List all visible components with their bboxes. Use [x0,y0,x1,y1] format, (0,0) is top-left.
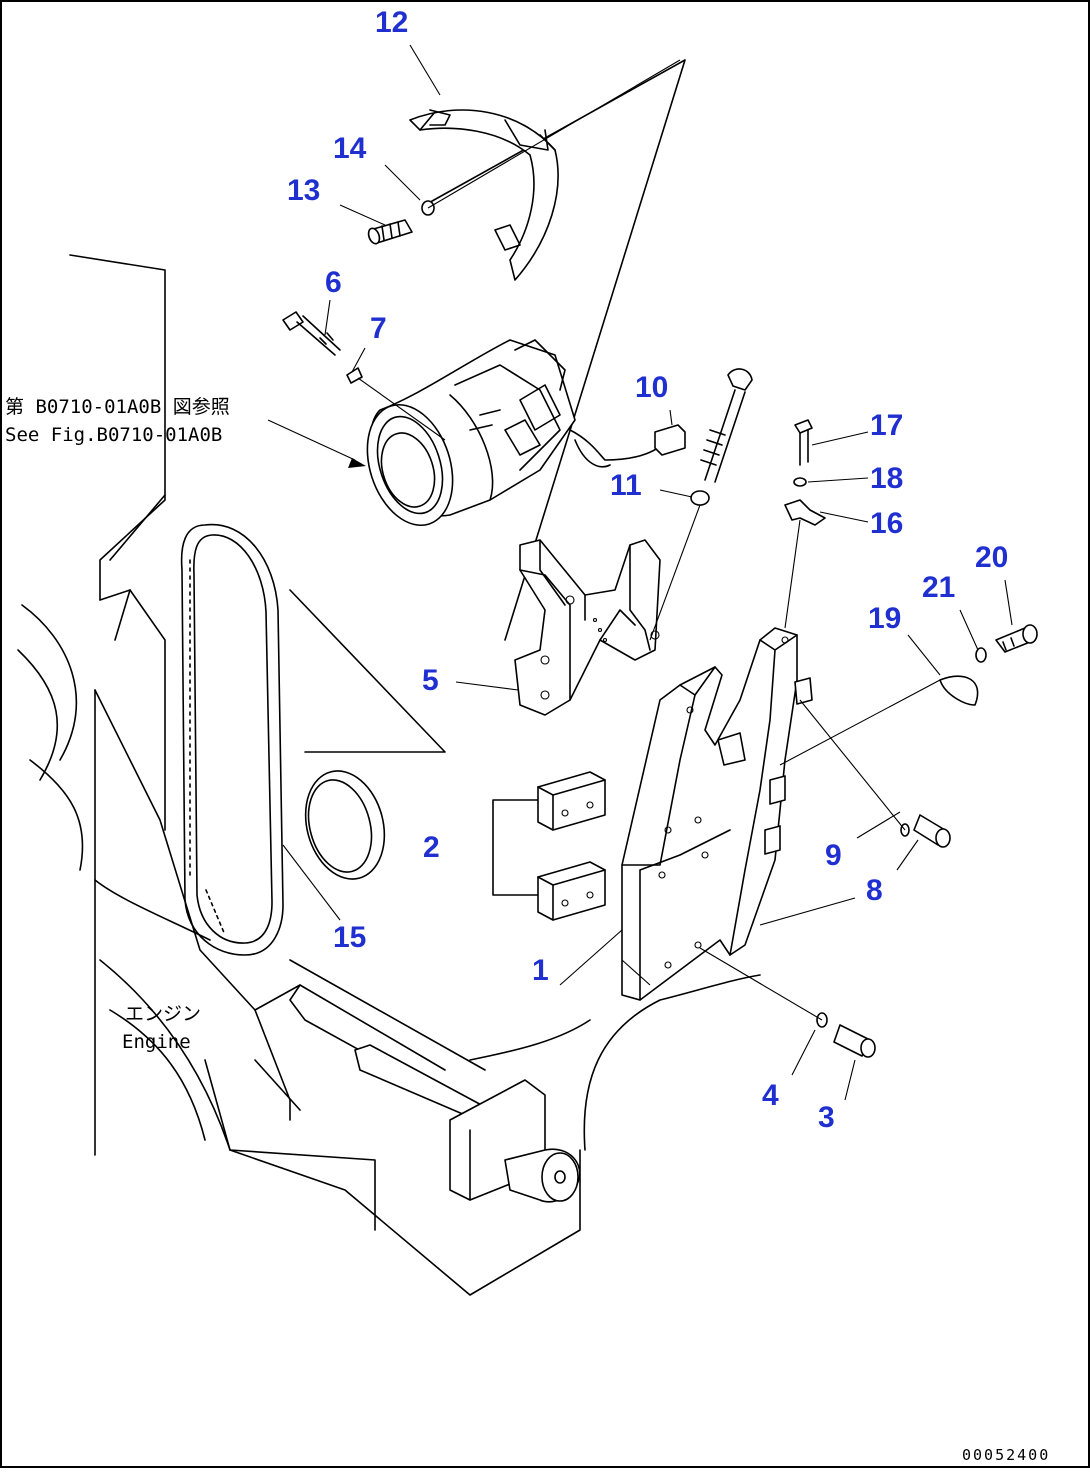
callout-labels: 12 14 13 6 7 10 17 11 18 16 20 21 19 5 2… [287,6,1008,1134]
callout-19: 19 [868,602,901,635]
reference-note-line1: 第 B0710-01A0B 図参照 [5,396,230,418]
reference-note-line2: See Fig.B0710-01A0B [5,424,222,446]
callout-6: 6 [325,266,342,299]
callout-5: 5 [422,664,439,697]
callout-16: 16 [870,507,903,540]
air-conditioner-compressor [366,59,686,641]
reference-note: 第 B0710-01A0B 図参照 See Fig.B0710-01A0B [5,396,230,446]
callout-17: 17 [870,409,903,442]
callout-15: 15 [333,921,366,954]
engine-label-jp: エンジン [125,1003,201,1025]
belt-cover [409,109,559,281]
compressor-bracket [514,539,661,716]
v-belt [180,523,284,956]
leader-lines [267,44,1013,1101]
engine-outline [17,254,761,1296]
callout-14: 14 [333,132,367,165]
callout-12: 12 [375,6,408,39]
callout-7: 7 [370,312,387,345]
callout-21: 21 [922,571,955,604]
spacer-blocks [289,589,606,921]
callout-3: 3 [818,1101,835,1134]
callout-18: 18 [870,462,903,495]
callout-20: 20 [975,541,1008,574]
seal-ring [304,770,386,880]
mounting-plate [621,627,813,1001]
callout-9: 9 [825,839,842,872]
callout-8: 8 [866,874,883,907]
callout-1: 1 [532,954,549,987]
callout-4: 4 [762,1079,779,1112]
engine-label-en: Engine [122,1031,191,1053]
callout-10: 10 [635,371,668,404]
callout-11: 11 [610,469,642,502]
document-id: 00052400 [962,1446,1050,1464]
engine-label: エンジン Engine [122,1003,201,1053]
callout-2: 2 [423,831,440,864]
fasteners [282,59,1038,1058]
callout-13: 13 [287,174,320,207]
